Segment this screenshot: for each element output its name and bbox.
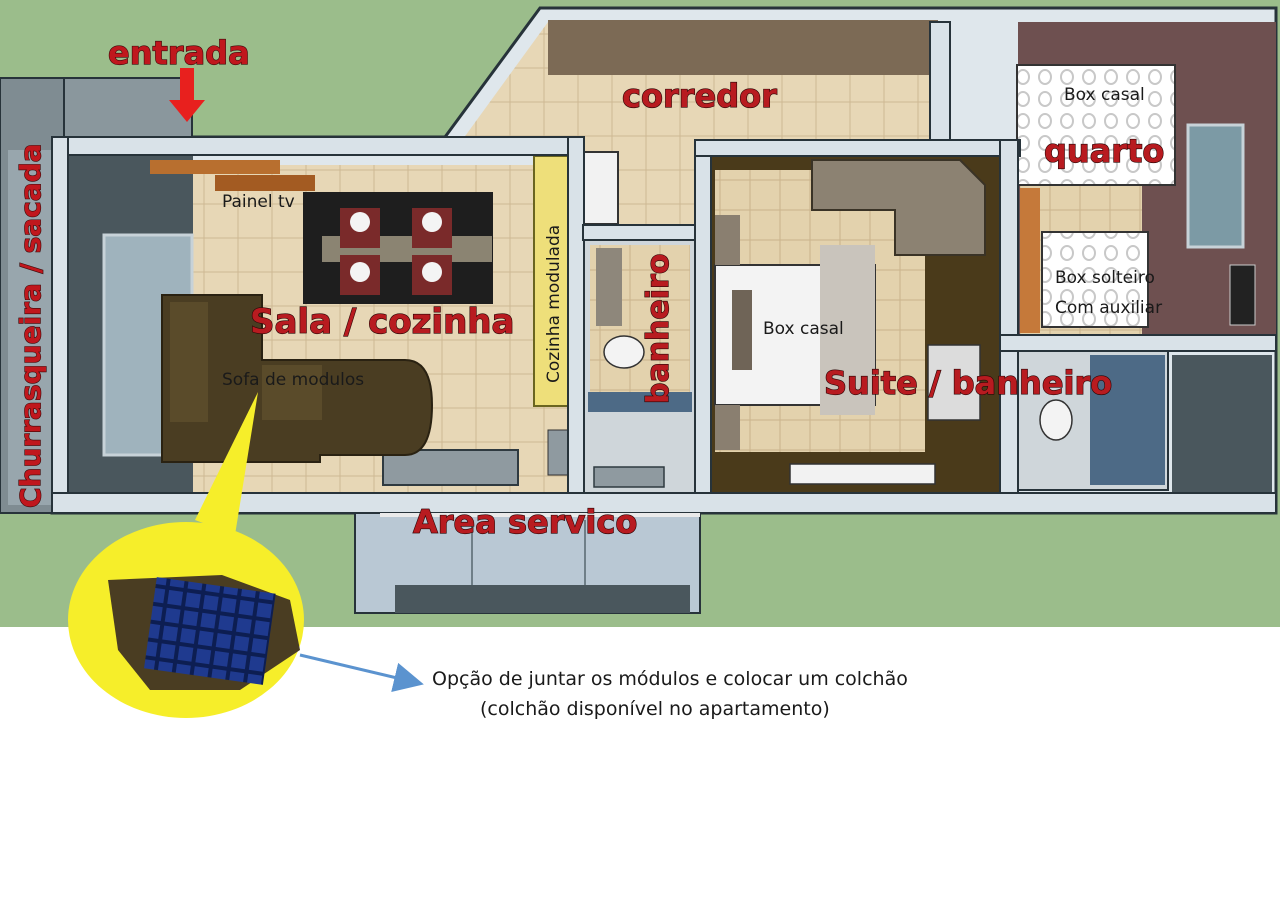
- suite-nightstand-left: [715, 215, 740, 265]
- label-area-servico: Area servico: [413, 503, 637, 541]
- suite-bathroom-exterior: [1172, 355, 1272, 495]
- suite-bathroom-toilet: [1039, 399, 1073, 441]
- suite-wardrobe: [811, 159, 986, 256]
- service-area: [354, 512, 701, 614]
- label-box-solteiro: Box solteiro: [1055, 268, 1155, 288]
- caption-line-1: Opção de juntar os módulos e colocar um …: [432, 668, 908, 690]
- suite-bed-rug: [820, 245, 875, 415]
- label-quarto: quarto: [1044, 132, 1164, 170]
- tv-stand: [215, 175, 315, 191]
- caption-arrow-icon: [299, 653, 424, 693]
- suite-nightstand-right: [715, 405, 740, 450]
- quarto-double-bed: [1016, 64, 1176, 186]
- bathroom-shower-floor: [588, 392, 692, 412]
- label-entrada: entrada: [108, 34, 250, 72]
- entrance-arrow-icon: [169, 68, 205, 122]
- quarto-window: [1186, 123, 1245, 249]
- dining-table: [303, 192, 493, 304]
- label-churrasqueira: Churrasqueira / sacada: [14, 143, 47, 508]
- label-box-casal-suite: Box casal: [763, 319, 844, 339]
- quarto-single-bed: [1041, 231, 1149, 328]
- suite-bathroom-shower: [1090, 355, 1165, 485]
- bathroom-sink: [596, 248, 622, 326]
- fridge: [581, 151, 619, 225]
- caption-line-2: (colchão disponível no apartamento): [480, 698, 830, 720]
- label-banheiro: banheiro: [641, 254, 676, 404]
- label-com-auxiliar: Com auxiliar: [1055, 298, 1162, 318]
- tv-panel: [150, 160, 280, 174]
- quarto-wardrobe: [1020, 188, 1040, 333]
- label-painel-tv: Painel tv: [222, 192, 295, 212]
- sofa-bed-callout: [68, 392, 304, 718]
- bathroom-shower-area: [593, 466, 665, 488]
- corridor-wall-top: [548, 20, 938, 75]
- label-sala-cozinha: Sala / cozinha: [250, 302, 514, 342]
- label-box-casal-quarto: Box casal: [1064, 85, 1145, 105]
- suite-partition: [927, 344, 981, 421]
- bathroom-toilet: [603, 335, 645, 369]
- label-corredor: corredor: [622, 77, 777, 115]
- suite-bed-pillows: [732, 290, 752, 370]
- label-cozinha-modulada: Cozinha modulada: [544, 225, 564, 383]
- suite-floor-mat: [789, 463, 936, 485]
- entrance-block: [63, 77, 193, 139]
- kitchen-appliance: [547, 429, 569, 476]
- label-sofa: Sofa de modulos: [222, 370, 364, 390]
- quarto-ac-unit: [1229, 264, 1256, 326]
- label-suite-banheiro: Suite / banheiro: [824, 364, 1112, 402]
- balcony-floor: [8, 150, 54, 505]
- modular-sofa: [161, 294, 434, 463]
- interior-walls: [51, 21, 1277, 514]
